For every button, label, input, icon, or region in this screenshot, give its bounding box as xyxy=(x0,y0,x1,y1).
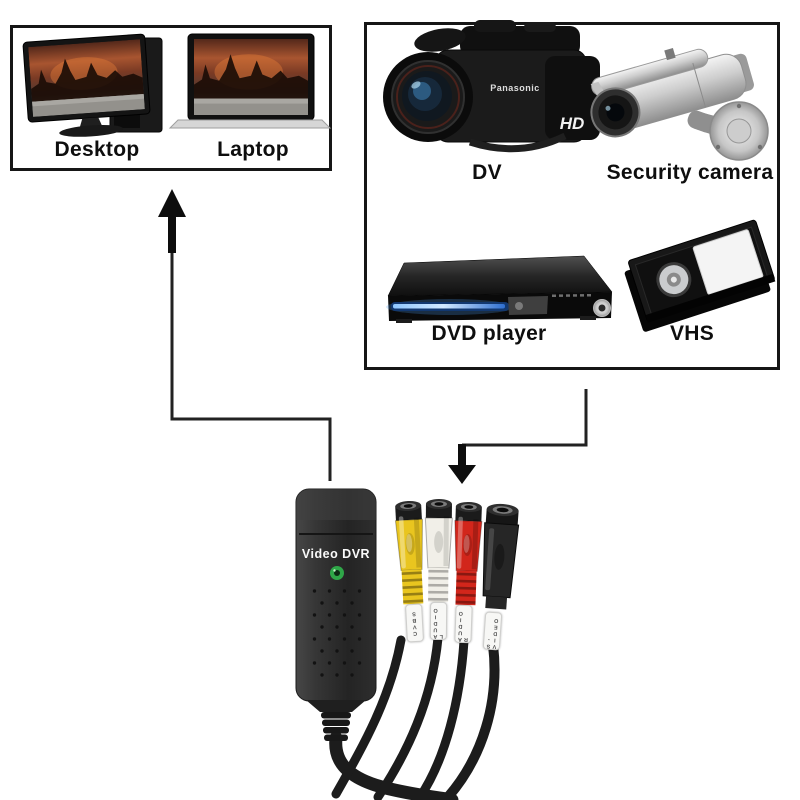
usb-device-cable xyxy=(329,731,459,800)
down-arrow-icon xyxy=(448,444,476,484)
label-vhs: VHS xyxy=(669,322,715,345)
label-dvd-player: DVD player xyxy=(431,322,547,345)
cable-label-cvbs: CVBS xyxy=(405,603,424,643)
label-laptop: Laptop xyxy=(217,138,289,161)
label-security-camera: Security camera xyxy=(606,161,774,184)
device-cap xyxy=(296,489,376,520)
strain-relief xyxy=(321,712,351,741)
device-label: Video DVR xyxy=(302,547,370,561)
device-vents xyxy=(311,587,365,679)
label-desktop: Desktop xyxy=(54,138,140,161)
arrow-to-device xyxy=(448,389,588,484)
cable-label-audio-l: AUDIO L xyxy=(429,601,448,641)
connector-s-video xyxy=(482,503,520,610)
audio-l-cable xyxy=(373,633,443,800)
device-led xyxy=(330,566,344,580)
connector-audio-l xyxy=(424,498,453,603)
audio-r-cable xyxy=(415,636,469,800)
sources-box xyxy=(364,22,780,370)
connector-cvbs xyxy=(394,500,424,605)
label-dv: DV xyxy=(472,161,502,184)
capture-device-graphic: Video DVR xyxy=(295,488,377,741)
cvbs-cable xyxy=(331,635,406,799)
up-arrow-icon xyxy=(158,189,186,253)
cables xyxy=(329,633,500,800)
cable-label-s-video: S-VIDEO xyxy=(482,611,503,651)
cable-label-audio-r: AUDIO R xyxy=(454,604,473,644)
s-video-cable xyxy=(443,640,500,800)
connector-audio-r xyxy=(454,501,483,606)
arrow-to-computers xyxy=(158,189,332,481)
